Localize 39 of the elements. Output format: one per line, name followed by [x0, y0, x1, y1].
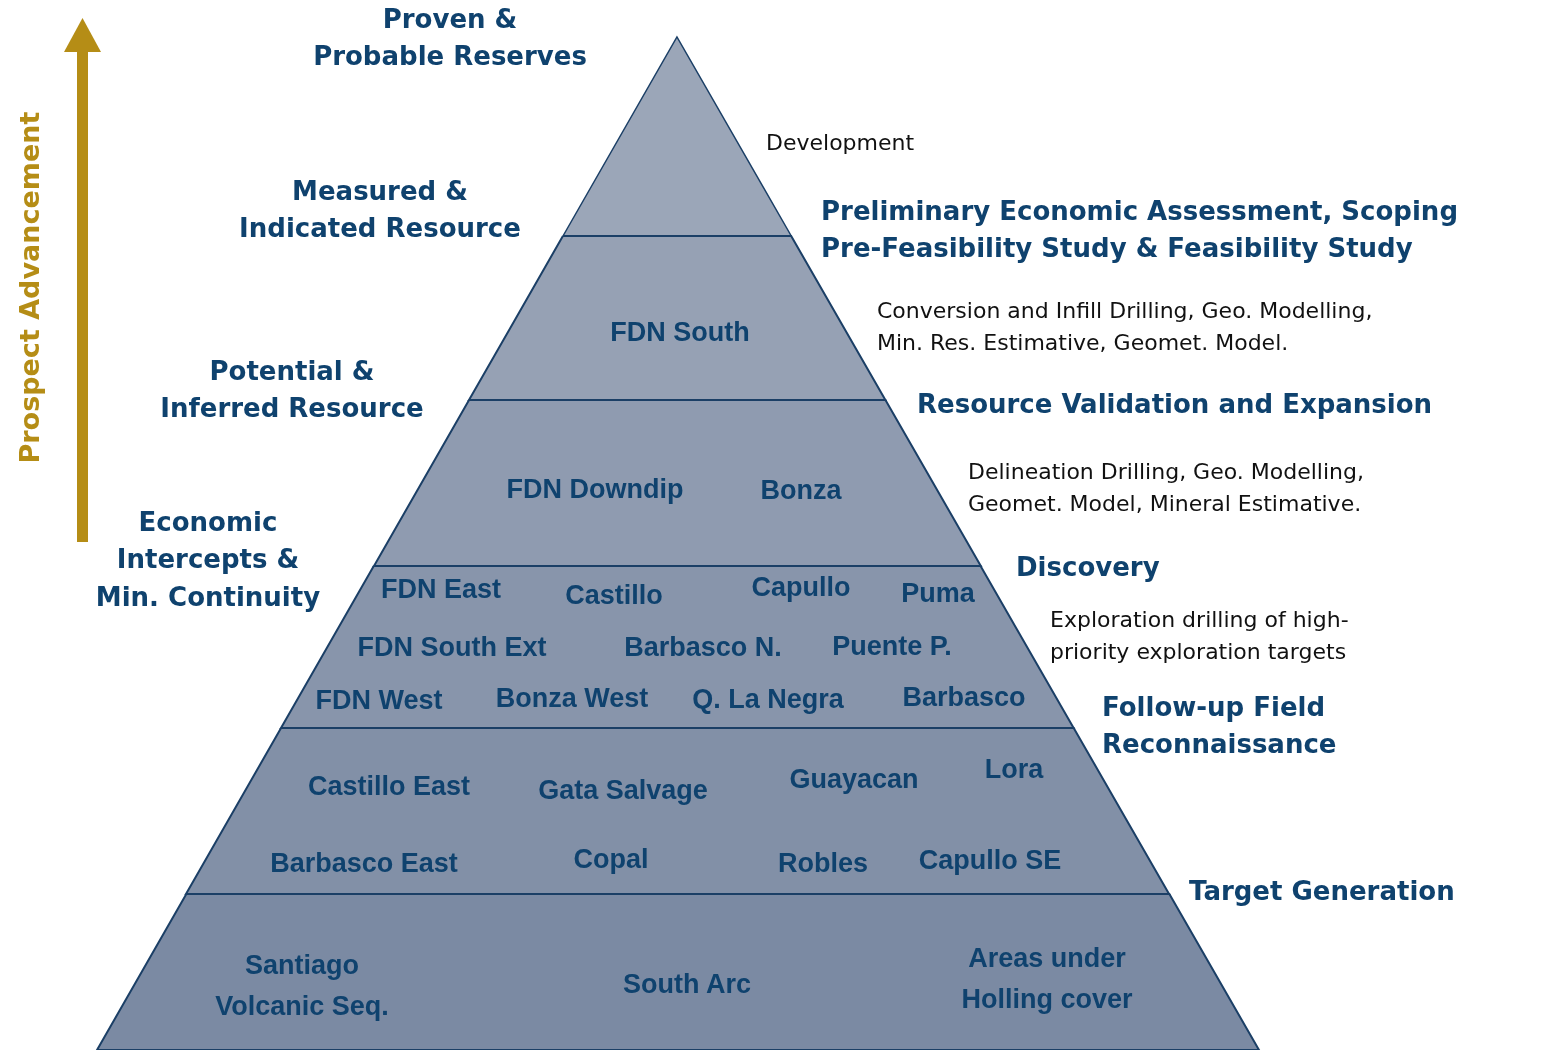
prospect-name: Areas under Holling cover [960, 941, 1134, 1016]
stage-heading: Preliminary Economic Assessment, Scoping Pre-Feasibility Study & Feasibility Study [821, 194, 1459, 266]
stage-heading: Target Generation [1189, 875, 1456, 908]
prospect-name: Barbasco N. [624, 631, 782, 665]
prospect-name: FDN East [380, 573, 501, 607]
prospect-name: Bonza West [495, 682, 649, 716]
stage-description: Development [766, 129, 915, 157]
stage-heading: Potential & Inferred Resource [159, 354, 425, 426]
prospect-name: FDN South [610, 316, 750, 350]
prospect-name: Bonza [760, 474, 842, 508]
stage-heading: Follow-up Field Reconnaissance [1102, 690, 1338, 762]
prospect-name: Santiago Volcanic Seq. [214, 948, 390, 1023]
stage-heading: Resource Validation and Expansion [917, 388, 1434, 421]
prospect-name: Copal [573, 843, 649, 877]
stage-heading: Measured & Indicated Resource [238, 174, 522, 246]
prospect-name: Puma [901, 577, 975, 611]
prospect-name: FDN West [315, 684, 443, 718]
stage-description: Conversion and Infill Drilling, Geo. Modelling, Min. Res. Estimative, Geomet. Model. [877, 297, 1374, 357]
prospect-name: FDN South Ext [357, 631, 547, 665]
prospect-name: Barbasco East [270, 847, 458, 881]
prospect-name: FDN Downdip [506, 473, 684, 507]
prospect-name: Robles [777, 847, 868, 881]
prospect-name: Q. La Negra [692, 683, 844, 717]
prospect-name: Castillo East [307, 770, 470, 804]
axis-title: Prospect Advancement [13, 111, 47, 463]
prospect-name: Puente P. [832, 630, 952, 664]
stage-heading: Economic Intercepts & Min. Continuity [94, 505, 322, 614]
prospect-name: Gata Salvage [538, 774, 708, 808]
stage-heading: Discovery [1016, 551, 1161, 584]
prospect-name: Castillo [565, 579, 663, 613]
prospect-name: South Arc [623, 968, 751, 1002]
prospect-name: Lora [984, 753, 1044, 787]
stage-description: Delineation Drilling, Geo. Modelling, Geomet. Model, Mineral Estimative. [968, 458, 1365, 518]
prospect-name: Barbasco [902, 681, 1026, 715]
prospect-name: Capullo SE [918, 844, 1062, 878]
stage-heading: Proven & Probable Reserves [312, 2, 588, 74]
stage-description: Exploration drilling of high-priority exploration targets [1050, 606, 1350, 666]
prospect-name: Guayacan [789, 763, 919, 797]
prospect-name: Capullo [751, 571, 851, 605]
